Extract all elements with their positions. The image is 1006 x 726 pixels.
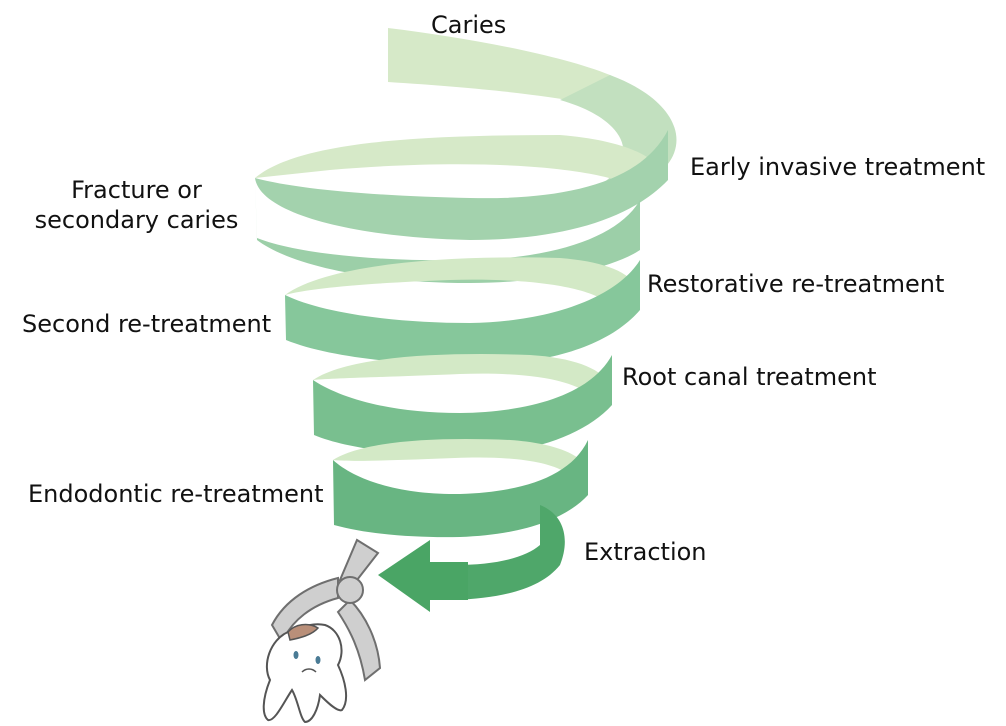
label-second-retreatment: Second re-treatment — [22, 310, 272, 338]
extraction-forceps-icon — [270, 538, 382, 682]
spiral-tail — [455, 505, 565, 600]
label-fracture-secondary-caries: Fracture or secondary caries — [34, 175, 239, 235]
label-extraction: Extraction — [584, 538, 707, 566]
spiral-loop3-front — [313, 355, 612, 455]
extraction-arrow-shaft — [428, 562, 468, 600]
spiral-loop2-back — [285, 257, 640, 305]
label-fracture-line2: secondary caries — [34, 206, 239, 234]
spiral-loop2-front — [285, 260, 640, 365]
label-restorative-retreatment: Restorative re-treatment — [647, 270, 945, 298]
spiral-loop1-front — [255, 130, 668, 240]
spiral-loop1-inner — [255, 135, 665, 190]
label-fracture-line1: Fracture or — [71, 176, 202, 204]
label-endodontic-retreatment: Endodontic re-treatment — [28, 480, 324, 508]
label-caries: Caries — [431, 11, 507, 39]
sad-tooth-icon — [262, 623, 348, 724]
spiral-loop1-band — [255, 178, 640, 283]
spiral-loop4-back — [333, 439, 588, 472]
spiral-loop4-front — [333, 440, 588, 538]
spiral-loop3-back — [313, 354, 612, 395]
spiral-top-strip — [388, 28, 665, 135]
label-early-invasive-treatment: Early invasive treatment — [690, 153, 986, 181]
extraction-arrow-head — [378, 540, 430, 612]
label-root-canal-treatment: Root canal treatment — [622, 363, 877, 391]
